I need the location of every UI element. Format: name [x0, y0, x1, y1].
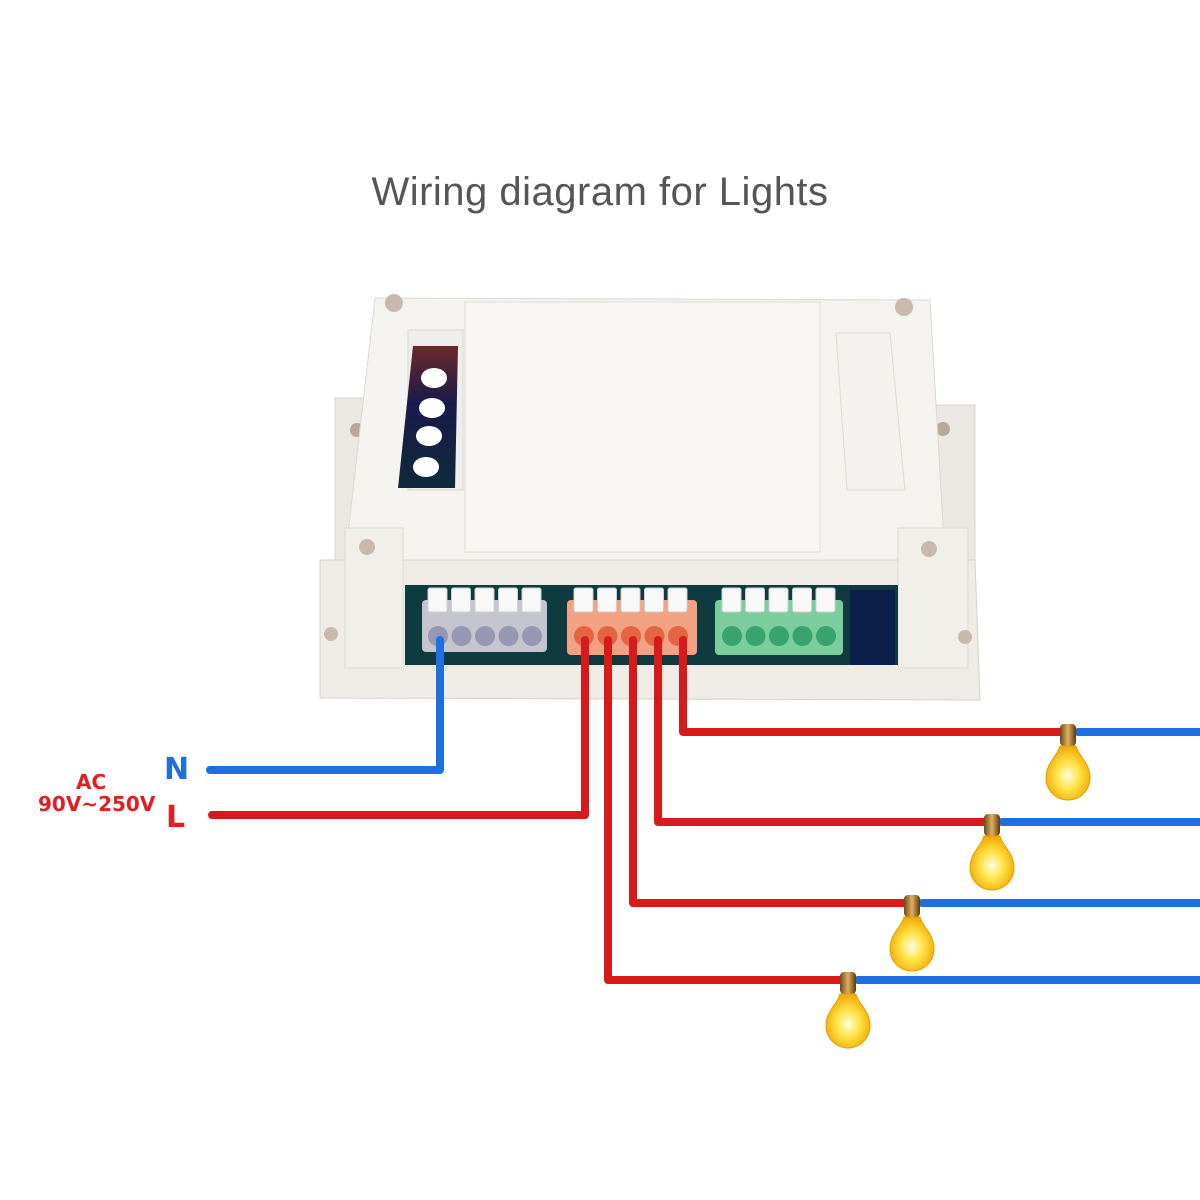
- terminal-lever: [427, 587, 448, 613]
- terminal-lever: [667, 587, 688, 613]
- bulb-base: [904, 895, 920, 917]
- light-bulb-4-icon: [825, 972, 871, 1049]
- mount-hole: [324, 627, 338, 641]
- mount-hole: [921, 541, 937, 557]
- mount-hole: [958, 630, 972, 644]
- channel-2-live-wire: [654, 636, 988, 826]
- mount-hole: [895, 298, 913, 316]
- terminal-lever: [644, 587, 664, 613]
- terminal-hole: [498, 626, 519, 646]
- bulb-glass: [889, 916, 935, 972]
- terminal-hole: [451, 626, 472, 646]
- bulb-glass: [969, 835, 1015, 891]
- bulb-base: [840, 972, 856, 994]
- terminal-lever: [745, 587, 765, 613]
- neutral-label: N: [164, 752, 190, 787]
- terminal-hole: [745, 626, 766, 646]
- terminal-lever: [521, 587, 542, 613]
- supply-type-label: AC: [76, 770, 107, 794]
- label-panel: [835, 332, 906, 491]
- indicator-led-4: [413, 457, 439, 477]
- terminal-hole: [597, 626, 618, 646]
- light-bulb-2-icon: [969, 814, 1015, 891]
- live-wire: [208, 636, 589, 819]
- neutral-wire: [206, 636, 444, 774]
- bulb-glass: [825, 993, 871, 1049]
- light-bulb-1-icon: [1045, 724, 1091, 801]
- supply-voltage-label: 90V~250V: [38, 792, 156, 816]
- channel-3-live-wire: [629, 636, 908, 907]
- terminal-lever: [721, 587, 742, 613]
- channel-4-live-wire: [604, 636, 844, 984]
- mount-hole: [385, 294, 403, 312]
- terminal-hole: [816, 626, 836, 646]
- pcb: [850, 590, 895, 665]
- terminal-lever: [620, 587, 641, 613]
- terminal-lever: [498, 587, 518, 613]
- terminal-lever: [573, 587, 594, 613]
- terminal-hole: [475, 626, 495, 646]
- terminal-hole: [792, 626, 813, 646]
- lid-panel: [464, 301, 821, 553]
- corner-post-left: [344, 527, 404, 669]
- bulb-base: [984, 814, 1000, 836]
- terminal-hole: [769, 626, 789, 646]
- terminal-lever: [451, 587, 471, 613]
- channel-1-live-wire: [679, 636, 1064, 736]
- indicator-led-1: [421, 368, 447, 388]
- bulb-base: [1060, 724, 1076, 746]
- terminal-lever: [815, 587, 836, 613]
- indicator-led-2: [419, 398, 445, 418]
- light-bulb-3-icon: [889, 895, 935, 972]
- diagram-title: Wiring diagram for Lights: [371, 170, 829, 214]
- terminal-hole: [522, 626, 542, 646]
- terminal-lever: [597, 587, 617, 613]
- terminal-lever: [768, 587, 789, 613]
- live-label: L: [166, 800, 186, 835]
- bulb-glass: [1045, 745, 1091, 801]
- terminal-lever: [474, 587, 495, 613]
- terminal-hole: [722, 626, 742, 646]
- indicator-led-3: [416, 426, 442, 446]
- mount-hole: [936, 422, 950, 436]
- terminal-lever: [792, 587, 812, 613]
- mount-hole: [359, 539, 375, 555]
